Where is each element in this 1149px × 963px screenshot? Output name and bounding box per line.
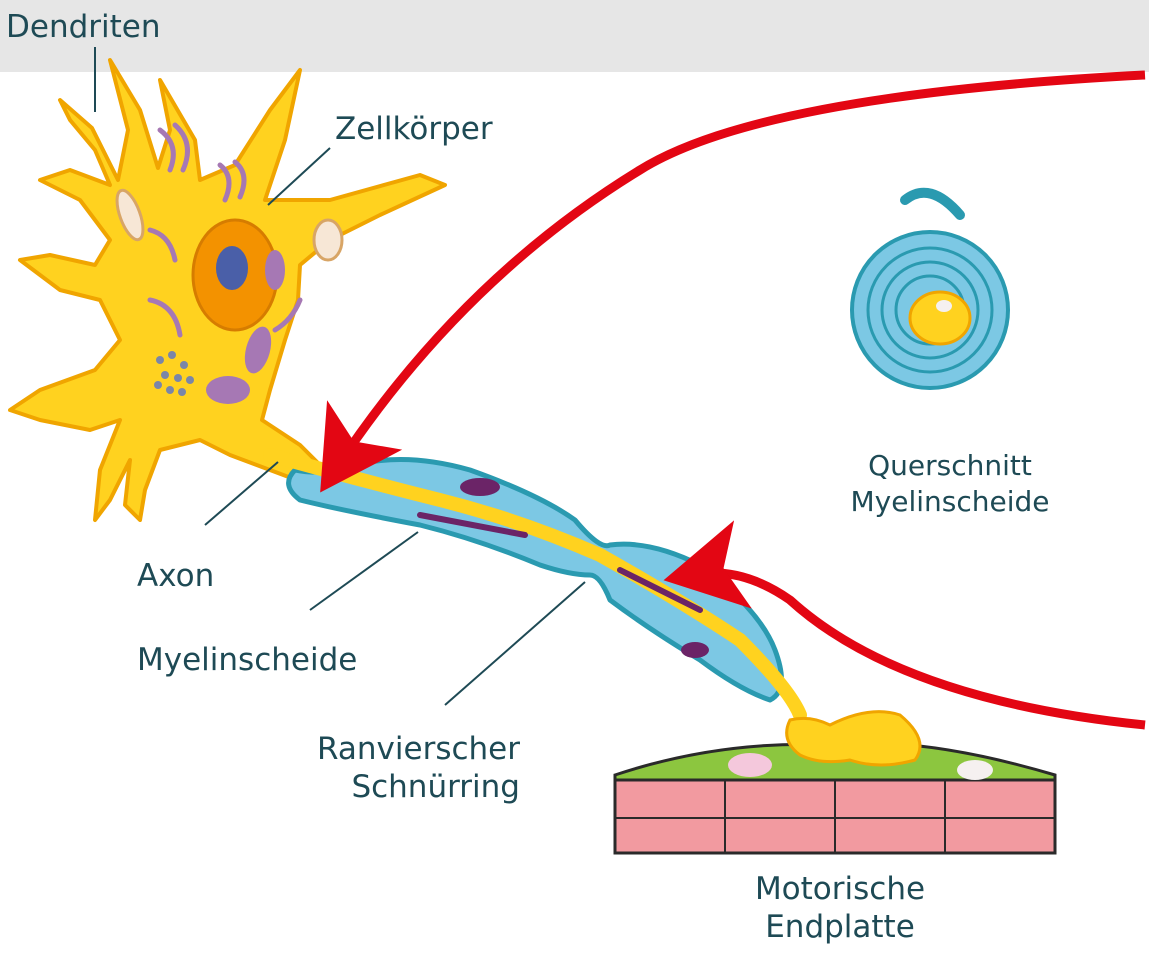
label-motor-end-plate-line1: Motorische: [690, 870, 990, 908]
label-node-of-ranvier: Ranvierscher Schnürring: [200, 730, 520, 806]
label-cross-section: Querschnitt Myelinscheide: [800, 448, 1100, 520]
myelin-cross-section-art: [852, 193, 1008, 388]
label-cross-section-line2: Myelinscheide: [800, 484, 1100, 520]
label-myelin-sheath: Myelinscheide: [137, 641, 357, 679]
label-axon: Axon: [137, 557, 214, 595]
label-cross-section-line1: Querschnitt: [800, 448, 1100, 484]
label-cell-body: Zellkörper: [335, 110, 493, 148]
label-node-of-ranvier-line1: Ranvierscher: [200, 730, 520, 768]
label-motor-end-plate: Motorische Endplatte: [690, 870, 990, 946]
motor-end-plate-art: [615, 712, 1055, 853]
label-node-of-ranvier-line2: Schnürring: [200, 768, 520, 806]
label-dendrites: Dendriten: [6, 8, 161, 46]
label-motor-end-plate-line2: Endplatte: [690, 908, 990, 946]
